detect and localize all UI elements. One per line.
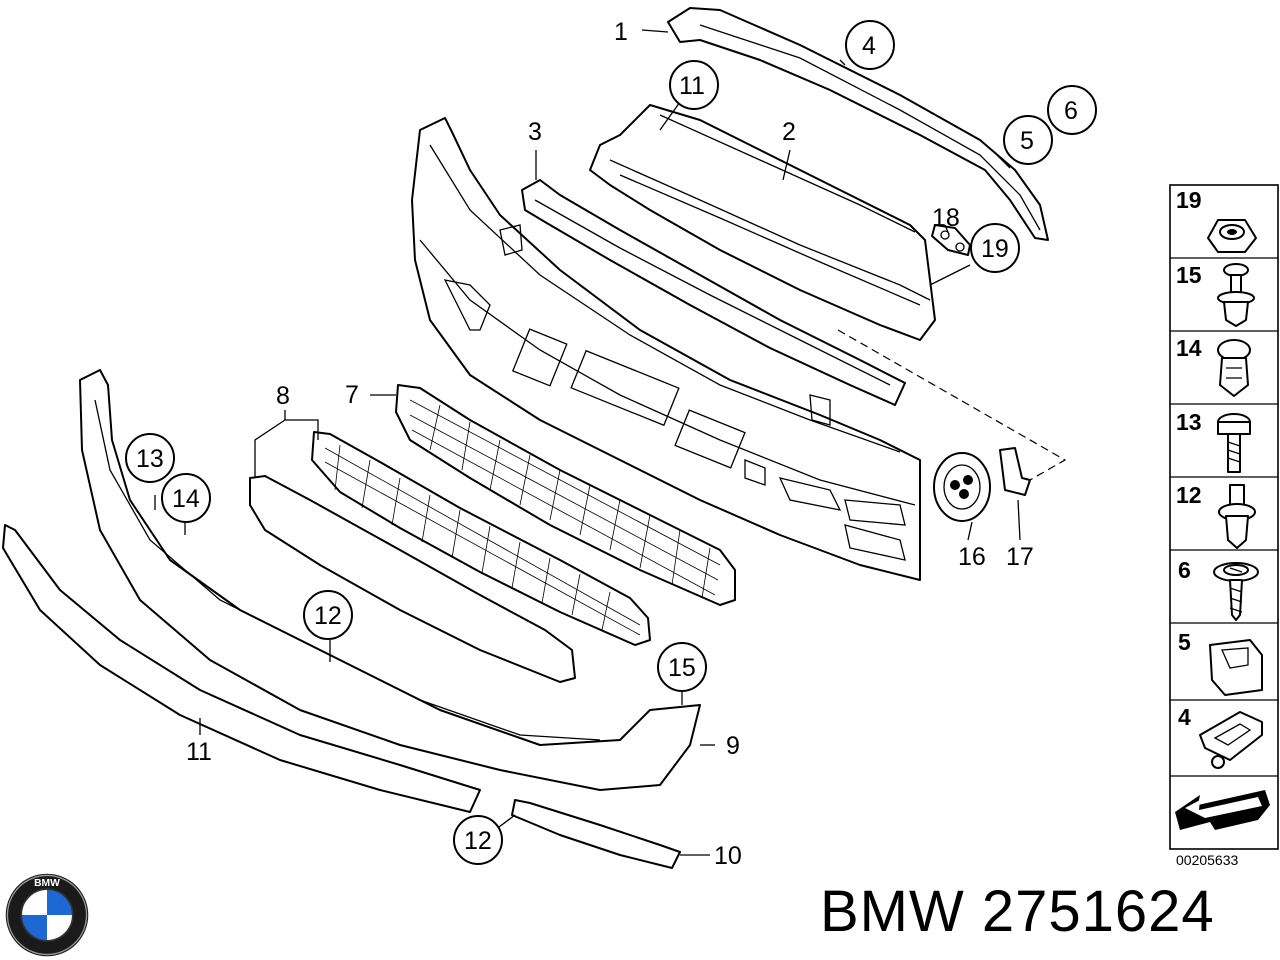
lower-grille [249,431,651,683]
assembly-line [837,329,1067,481]
lower-trim-strip [2,524,481,813]
callout-bubbles [125,20,1097,865]
callout-15: 15 [668,654,696,682]
badge-emblem [933,452,991,522]
license-bracket [999,447,1031,496]
legend-label-4: 4 [1178,704,1191,730]
lower-lip-spoiler [79,369,701,791]
mounting-plate [931,224,971,256]
callout-10: 10 [714,842,742,870]
arrow-symbol-icon [1175,790,1270,830]
callout-16: 16 [958,543,986,571]
callout-3: 3 [528,118,542,146]
callout-18: 18 [932,204,960,232]
spring-clip-icon [1199,711,1263,769]
legend-label-6: 6 [1178,557,1191,583]
callout-12-bottom: 12 [464,827,492,855]
callout-12-middle: 12 [314,602,342,630]
part-number: BMW 2751624 [820,879,1215,944]
callout-8: 8 [276,382,290,410]
callout-13: 13 [136,445,164,473]
bolt-icon [1217,413,1251,473]
callout-19: 19 [981,235,1009,263]
washer-screw-icon [1213,562,1259,621]
legend-label-19: 19 [1176,187,1202,213]
callout-11-bottom: 11 [186,738,212,766]
fastener-legend: 19 15 14 13 12 6 5 4 [1169,184,1279,850]
upper-grille [395,384,736,606]
reinforcement-bar [521,179,906,406]
callout-2: 2 [782,118,796,146]
callout-1: 1 [614,18,628,46]
callout-9: 9 [726,732,740,760]
legend-label-14: 14 [1176,335,1202,361]
clip-nut-icon [1209,639,1263,696]
bumper-cover [411,117,921,581]
push-clip-icon [1217,339,1251,397]
callout-labels: 1 2 3 4 5 6 7 8 9 10 11 11 12 12 13 14 1… [136,18,1078,870]
nut-icon [1207,219,1257,253]
legend-label-5: 5 [1178,629,1191,655]
callout-4: 4 [862,32,876,60]
lower-trim-extension [511,799,681,869]
callout-5: 5 [1020,127,1034,155]
callout-6: 6 [1064,97,1078,125]
bmw-logo: BMW [5,873,89,957]
plug-rivet-icon [1218,484,1256,549]
legend-label-15: 15 [1176,262,1202,288]
callout-11-top: 11 [679,72,705,100]
diagram-code: 00205633 [1176,852,1239,868]
callout-14: 14 [172,485,200,513]
callout-17: 17 [1006,543,1034,571]
legend-label-12: 12 [1176,482,1202,508]
callout-7: 7 [345,381,359,409]
expanding-rivet-icon [1217,263,1255,327]
legend-label-13: 13 [1176,409,1202,435]
center-carrier [589,104,936,341]
upper-trim-strip [667,7,1049,241]
leader-lines [154,29,1021,856]
bmw-logo-text: BMW [34,878,60,889]
